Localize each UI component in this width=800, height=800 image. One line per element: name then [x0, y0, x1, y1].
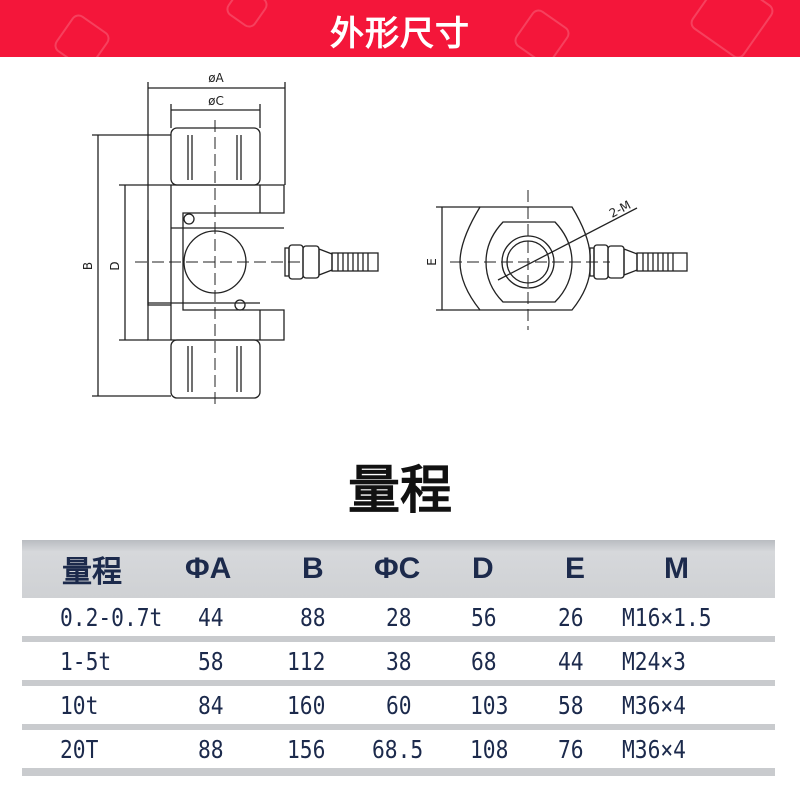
label-d: D	[108, 261, 122, 270]
header-phi-a: ΦA	[185, 552, 232, 585]
cell: 108	[470, 734, 509, 764]
cell: 68.5	[372, 734, 424, 764]
banner: 外形尺寸	[0, 0, 800, 57]
front-view: øA øC B D	[81, 71, 379, 408]
label-b: B	[81, 262, 95, 270]
section-title: 量程	[347, 461, 452, 521]
cell: 20T	[60, 734, 99, 764]
table-row: 0.2-0.7t 44 88 28 56 26 M16×1.5	[22, 598, 775, 636]
cell: M36×4	[622, 734, 686, 764]
cell: 76	[558, 734, 584, 764]
row-divider	[22, 724, 775, 730]
cell: 28	[386, 602, 412, 632]
cell: 58	[558, 690, 584, 720]
spec-table: 量程 ΦA B ΦC D E M 0.2-0.7t 44 88 28 56 26…	[22, 540, 775, 776]
label-e: E	[425, 258, 439, 266]
dimension-drawing: øA øC B D E 2-M	[81, 71, 688, 408]
header-b: B	[302, 552, 324, 585]
cell: 112	[287, 646, 326, 676]
cell: 84	[198, 690, 224, 720]
cell: 88	[198, 734, 224, 764]
cell: 68	[471, 646, 497, 676]
cell: 60	[386, 690, 412, 720]
side-view: E 2-M	[425, 190, 688, 330]
row-divider	[22, 680, 775, 686]
table-row: 10t 84 160 60 103 58 M36×4	[22, 686, 775, 724]
cell: M16×1.5	[622, 602, 712, 632]
cell: 156	[287, 734, 326, 764]
cell: 38	[386, 646, 412, 676]
cell: 58	[198, 646, 224, 676]
cell: 26	[558, 602, 584, 632]
label-phi-a: øA	[208, 71, 224, 85]
table-row: 1-5t 58 112 38 68 44 M24×3	[22, 642, 775, 680]
header-e: E	[565, 552, 586, 585]
cell: 103	[470, 690, 509, 720]
row-divider	[22, 768, 775, 776]
cell: 56	[471, 602, 497, 632]
cell: 44	[198, 602, 224, 632]
header-d: D	[472, 552, 494, 585]
header-phi-c: ΦC	[374, 552, 421, 585]
row-divider	[22, 636, 775, 642]
cell: 160	[287, 690, 326, 720]
header-m: M	[664, 552, 689, 585]
cell: 88	[300, 602, 326, 632]
cell: 10t	[60, 690, 99, 720]
banner-title: 外形尺寸	[330, 14, 470, 54]
cell: M24×3	[622, 646, 686, 676]
cell: 0.2-0.7t	[60, 602, 163, 632]
table-header: 量程 ΦA B ΦC D E M	[22, 540, 775, 598]
cell: 1-5t	[60, 646, 112, 676]
header-range: 量程	[62, 556, 122, 589]
label-phi-c: øC	[208, 94, 224, 108]
table-row: 20T 88 156 68.5 108 76 M36×4	[22, 730, 775, 768]
cell: 44	[558, 646, 584, 676]
cell: M36×4	[622, 690, 686, 720]
